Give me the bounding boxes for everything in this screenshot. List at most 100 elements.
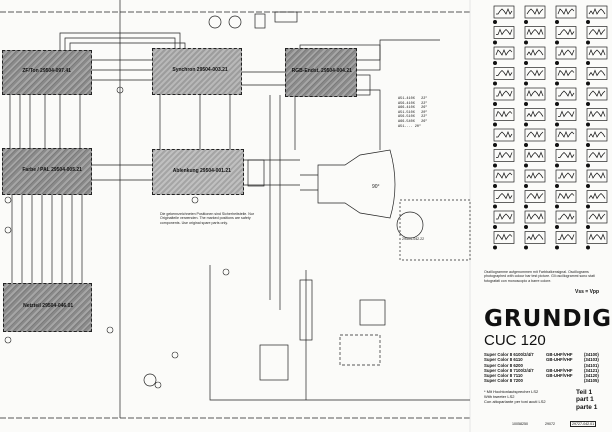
brand-logo: GRUNDIG [484, 306, 612, 332]
measurement-point-marker [524, 163, 528, 168]
crt-type: A51-... 20" [398, 124, 422, 129]
crt-size: 90° [372, 184, 380, 190]
model-name: Super Color 8 7100/2/4/7 [484, 367, 534, 373]
model-name: Super Color 8 7200 [484, 378, 523, 384]
oscillogram-frame [555, 67, 577, 80]
module-label: ZF/Ton 29504-097.41 [22, 68, 71, 75]
crt-type: A51-510X 20" [398, 110, 428, 115]
oscillogram-frame [555, 108, 577, 121]
model-code: (34105) [584, 378, 599, 384]
oscillogram-trace [495, 233, 513, 241]
oscillogram-trace [526, 69, 544, 77]
oscillogram-frame [586, 169, 608, 183]
note-en: With tweeter LS2 [484, 394, 515, 399]
model-name: Super Color 8 6200 [484, 362, 523, 368]
oscillogram-trace [526, 90, 544, 97]
measurement-point-marker [555, 40, 559, 45]
doc-reference: 29727-042.01 [570, 421, 597, 427]
measurement-point-marker [524, 143, 528, 147]
oscillogram-trace [588, 110, 606, 118]
module-label: Netzteil 29504-046.01 [23, 302, 74, 309]
oscillogram-trace [557, 131, 575, 138]
oscillogram-frame [586, 5, 608, 19]
measurement-point-marker [555, 184, 559, 188]
oscillogram-frame [586, 87, 608, 101]
model-code: (34103) [584, 357, 599, 363]
oscillogram-trace [496, 69, 513, 77]
doc-date: 29072 [545, 422, 555, 426]
crt-type: A66-540X 26" [398, 119, 428, 124]
measurement-point-marker [555, 204, 559, 209]
measurement-point-marker [524, 122, 528, 127]
oscillogram-frame [555, 210, 577, 224]
oscillogram-trace [526, 131, 544, 138]
oscillogram-trace [526, 49, 544, 56]
measurement-point-marker [586, 225, 590, 229]
measurement-point-marker [493, 61, 497, 65]
oscillogram-trace [526, 192, 544, 200]
measurement-point-marker [586, 204, 590, 209]
measurement-point-marker [493, 184, 497, 188]
note-de: * Mit Hochtonlautsprecher LS2 [484, 389, 539, 394]
measurement-point-marker [524, 102, 528, 106]
oscillogram-frame [586, 231, 608, 244]
oscillogram-trace [588, 151, 606, 159]
measurement-point-marker [555, 81, 559, 86]
oscillogram-frame [555, 87, 577, 101]
oscillogram-trace [558, 49, 575, 56]
module-label: Synchron 29504-003.21 [172, 67, 228, 73]
oscillogram-frame [586, 210, 608, 224]
rgb-module: RGB-Endst. 29504-004.21 [285, 48, 357, 97]
oscillogram-frame [493, 128, 515, 142]
deflection-module: Ablenkung 29504-001.21 [152, 149, 244, 195]
vss-note: Vss = Vpp [575, 289, 600, 295]
oscillogram-frame [524, 210, 546, 224]
measurement-point-marker [555, 61, 559, 65]
module-label: Ablenkung 29504-001.21 [172, 167, 231, 174]
oscillogram-trace [588, 172, 606, 179]
oscillogram-frame [493, 190, 515, 203]
oscillogram-frame [493, 231, 515, 244]
oscillogram-trace [557, 69, 575, 77]
measurement-point-marker [586, 184, 590, 188]
oscillogram-frame [524, 128, 546, 142]
oscillogram-frame [524, 169, 546, 183]
oscillogram-trace [526, 151, 544, 159]
oscillogram-frame [555, 149, 577, 162]
oscillogram-frame [493, 46, 515, 60]
oscillogram-frame [586, 149, 608, 162]
oscillogram-trace [558, 90, 575, 97]
oscillogram-trace [526, 172, 544, 179]
measurement-point-marker [493, 163, 497, 168]
crt-type: A56-410X 22" [398, 101, 428, 106]
measurement-point-marker [586, 20, 590, 24]
part-en: part 1 [576, 396, 594, 404]
oscillogram-trace [495, 110, 513, 118]
oscillogram-frame [586, 26, 608, 39]
safety-note: Die gekennzeichneten Positionen sind Sic… [160, 212, 255, 225]
crt-type: A66-410X 26" [398, 106, 428, 111]
oscillogram-trace [588, 28, 606, 36]
model-name: Super Color 8 7110 [484, 373, 523, 379]
model-code: (34121) [584, 367, 599, 373]
power-module: Netzteil 29504-046.01 [3, 283, 92, 332]
oscillogram-frame [493, 87, 515, 101]
oscillogram-trace [495, 49, 513, 56]
oscillogram-frame [586, 108, 608, 121]
oscillogram-frame [586, 190, 608, 203]
measurement-point-marker [524, 20, 528, 24]
oscillogram-trace [496, 213, 513, 220]
oscillogram-trace [588, 8, 606, 15]
oscillogram-frame [493, 210, 515, 224]
measurement-point-marker [493, 143, 497, 147]
measurement-point-marker [555, 143, 559, 147]
oscillogram-frame [493, 67, 515, 80]
oscillogram-frame [524, 231, 546, 244]
oscillogram-trace [496, 192, 513, 200]
oscillogram-trace [495, 172, 513, 179]
oscillogram-trace [496, 28, 513, 36]
oscillogram-trace [588, 233, 606, 241]
